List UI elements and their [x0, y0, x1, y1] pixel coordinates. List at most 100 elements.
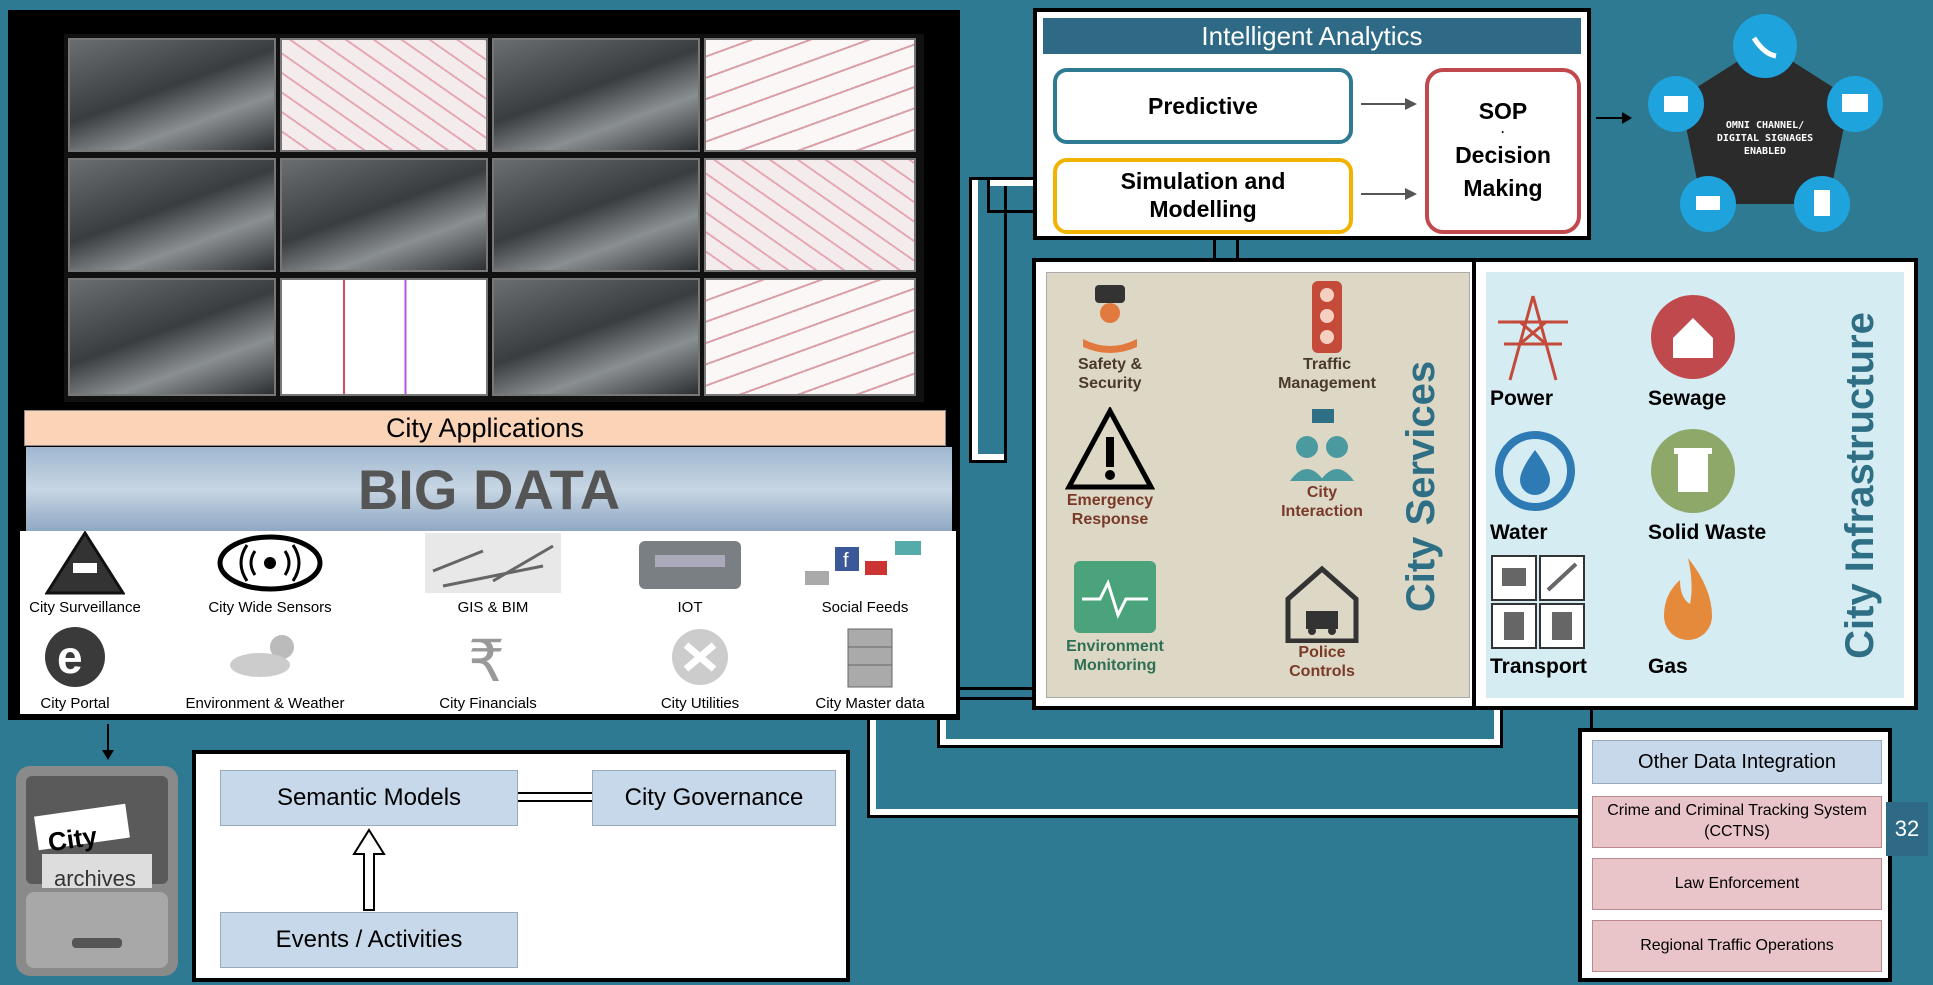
- source-label: City Utilities: [660, 695, 740, 712]
- infra-solid-waste[interactable]: Solid Waste: [1648, 426, 1818, 546]
- warning-camera-icon: [45, 531, 125, 595]
- camera-feed[interactable]: [492, 38, 700, 152]
- map-view[interactable]: [280, 38, 488, 152]
- omni-line-2: DIGITAL SIGNAGES: [1716, 132, 1814, 144]
- trash-bin-icon: [1651, 429, 1735, 513]
- infra-sewage[interactable]: Sewage: [1648, 292, 1798, 412]
- source-label: GIS & BIM: [457, 599, 529, 616]
- service-traffic-management[interactable]: Traffic Management: [1267, 279, 1387, 399]
- big-data-label: BIG DATA: [357, 457, 621, 521]
- infra-label: Gas: [1648, 655, 1688, 678]
- source-city-wide-sensors[interactable]: City Wide Sensors: [190, 531, 350, 616]
- source-city-financials[interactable]: ₹ City Financials: [418, 623, 558, 712]
- simulation-box[interactable]: Simulation and Modelling: [1053, 158, 1353, 234]
- map-view[interactable]: [704, 38, 916, 152]
- city-services-inner: Safety & Security Traffic Management Eme…: [1046, 272, 1470, 698]
- source-label: City Wide Sensors: [208, 599, 332, 616]
- infra-gas[interactable]: Gas: [1648, 554, 1758, 684]
- source-social-feeds[interactable]: f Social Feeds: [790, 531, 940, 616]
- page-number: 32: [1886, 802, 1928, 856]
- analytics-title: Intelligent Analytics: [1043, 18, 1581, 54]
- city-services-title-text: City Services: [1399, 360, 1444, 612]
- source-city-master-data[interactable]: City Master data: [800, 623, 940, 712]
- service-environment-monitoring[interactable]: Environment Monitoring: [1055, 557, 1175, 697]
- service-emergency-response[interactable]: Emergency Response: [1055, 407, 1165, 537]
- city-applications-bar: City Applications: [24, 410, 946, 446]
- source-label: City Portal: [40, 695, 110, 712]
- source-city-utilities[interactable]: City Utilities: [640, 623, 760, 712]
- other-data-title: Other Data Integration: [1592, 740, 1882, 784]
- service-label: Traffic Management: [1278, 356, 1376, 393]
- arrow-right-icon: [1361, 188, 1417, 200]
- infra-transport[interactable]: Transport: [1490, 554, 1620, 684]
- other-data-title-text: Other Data Integration: [1638, 750, 1836, 773]
- map-view[interactable]: [280, 278, 488, 396]
- other-item-law-enforcement[interactable]: Law Enforcement: [1592, 858, 1882, 910]
- events-activities-box[interactable]: Events / Activities: [220, 912, 518, 968]
- city-governance-label: City Governance: [624, 784, 804, 811]
- other-item-regional-traffic[interactable]: Regional Traffic Operations: [1592, 920, 1882, 972]
- camera-grid: [64, 34, 924, 402]
- predictive-box[interactable]: Predictive: [1053, 68, 1353, 144]
- map-view[interactable]: [704, 278, 916, 396]
- camera-feed[interactable]: [280, 158, 488, 272]
- service-label: Police Controls: [1289, 644, 1355, 681]
- transport-icon: [1491, 555, 1585, 649]
- double-line-connector: [518, 792, 592, 802]
- city-applications-label: City Applications: [385, 412, 585, 443]
- power-tower-icon: [1498, 295, 1568, 381]
- source-environment-weather[interactable]: Environment & Weather: [170, 623, 360, 712]
- infra-power[interactable]: Power: [1490, 292, 1600, 412]
- page-number-text: 32: [1894, 816, 1920, 841]
- source-label: IOT: [677, 599, 703, 616]
- source-city-portal[interactable]: e City Portal: [20, 623, 130, 712]
- sewage-house-icon: [1651, 295, 1735, 379]
- analytics-title-text: Intelligent Analytics: [1201, 20, 1423, 51]
- infra-water[interactable]: Water: [1490, 426, 1600, 546]
- heartbeat-monitor-icon: [1074, 561, 1156, 633]
- camera-feed[interactable]: [68, 38, 276, 152]
- infra-label: Solid Waste: [1648, 521, 1767, 544]
- connector-apps-analytics: [969, 177, 1007, 463]
- source-label: Environment & Weather: [185, 695, 345, 712]
- connector-other-data: [867, 697, 1593, 818]
- iot-device-icon: [639, 541, 741, 589]
- camera-feed[interactable]: [492, 158, 700, 272]
- internet-explorer-icon: e: [45, 627, 105, 687]
- city-governance-box[interactable]: City Governance: [592, 770, 836, 826]
- city-services-title: City Services: [1377, 273, 1467, 699]
- events-activities-label: Events / Activities: [275, 926, 463, 953]
- sop-box[interactable]: SOP · Decision Making: [1425, 68, 1581, 234]
- omni-line-3: ENABLED: [1743, 145, 1787, 157]
- city-infrastructure-panel: Power Sewage Water Solid Waste Transport…: [1472, 258, 1918, 710]
- camera-wall: [8, 10, 960, 720]
- city-archives[interactable]: City archives: [12, 762, 182, 980]
- service-label: City Interaction: [1281, 484, 1363, 521]
- tools-icon: [672, 629, 728, 685]
- semantic-models-box[interactable]: Semantic Models: [220, 770, 518, 826]
- warning-icon: [1065, 407, 1155, 490]
- camera-feed[interactable]: [492, 278, 700, 396]
- svg-text:₹: ₹: [468, 627, 505, 691]
- source-label: City Master data: [815, 695, 925, 712]
- service-city-interaction[interactable]: City Interaction: [1267, 407, 1377, 537]
- simulation-label: Simulation and Modelling: [1120, 168, 1286, 222]
- service-label: Safety & Security: [1077, 356, 1143, 393]
- service-police-controls[interactable]: Police Controls: [1267, 563, 1377, 699]
- other-item-cctns[interactable]: Crime and Criminal Tracking System (CCTN…: [1592, 796, 1882, 848]
- arrow-right-icon: [1361, 98, 1417, 110]
- sop-label: SOP: [1478, 98, 1528, 125]
- service-safety-security[interactable]: Safety & Security: [1055, 279, 1165, 399]
- source-iot[interactable]: IOT: [630, 531, 750, 616]
- archive-drawer-icon: [16, 766, 178, 976]
- camera-feed[interactable]: [68, 278, 276, 396]
- map-view[interactable]: [704, 158, 916, 272]
- camera-feed[interactable]: [68, 158, 276, 272]
- semantic-models-label: Semantic Models: [276, 784, 462, 811]
- traffic-light-icon: [1312, 281, 1342, 353]
- source-gis-bim[interactable]: GIS & BIM: [418, 531, 568, 616]
- source-city-surveillance[interactable]: City Surveillance: [20, 531, 150, 616]
- service-label: Environment Monitoring: [1066, 638, 1164, 675]
- decision-label: Decision Making: [1455, 142, 1551, 201]
- gis-map-icon: [425, 533, 561, 593]
